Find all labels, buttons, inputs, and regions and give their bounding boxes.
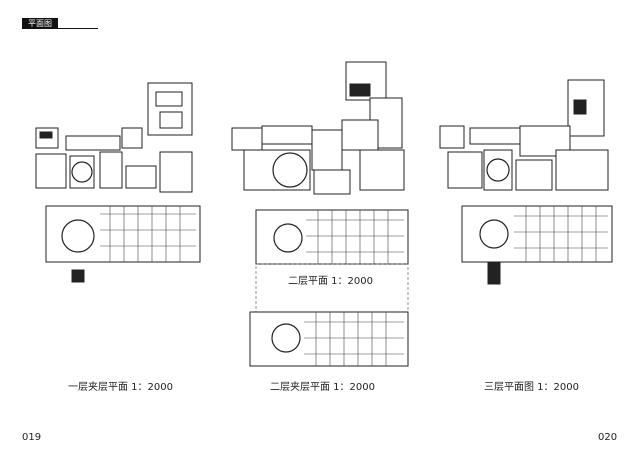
plan-caption: 二层平面 1：2000 (288, 276, 373, 287)
stair (39, 131, 53, 139)
atrium-circle (486, 158, 510, 182)
block-west (439, 125, 465, 149)
page-number-right: 020 (598, 432, 618, 443)
stair (573, 99, 587, 115)
corridor-block (65, 135, 121, 151)
block-mid (515, 159, 553, 191)
corridor-block (261, 125, 313, 145)
plan-third-floor (439, 79, 613, 285)
room-grid (100, 206, 196, 262)
block-west (231, 127, 263, 151)
atrium-circle (71, 161, 93, 183)
corridor-block (469, 127, 521, 145)
block-east (159, 151, 193, 193)
block-west (35, 153, 67, 189)
plan-caption: 一层夹层平面 1：2000 (68, 382, 173, 393)
block-mid (311, 129, 343, 171)
stair-outside (71, 269, 85, 283)
room-grid (306, 210, 404, 264)
lobby-circle (271, 323, 301, 353)
lobby-circle (61, 219, 95, 253)
block-west-lower (447, 151, 483, 189)
stair-outside (487, 261, 501, 285)
atrium-circle (272, 152, 308, 188)
block-mid-east (125, 165, 157, 189)
room-grid (514, 206, 608, 262)
section-tag: 平面图 (22, 18, 58, 29)
lobby-circle (273, 223, 303, 253)
block-mid-east (341, 119, 379, 151)
page-number-left: 019 (22, 432, 42, 443)
room (155, 91, 183, 107)
plan-second-mezzanine (249, 311, 409, 367)
block-east (555, 149, 609, 191)
block-east (359, 149, 405, 191)
block-south (313, 169, 351, 195)
block-small (121, 127, 143, 149)
plan-first-mezzanine (35, 82, 201, 283)
lobby-circle (479, 219, 509, 249)
plan-caption: 三层平面图 1：2000 (484, 382, 579, 393)
room (159, 111, 183, 129)
stair (349, 83, 371, 97)
block-mid (99, 151, 123, 189)
plan-caption: 二层夹层平面 1：2000 (270, 382, 375, 393)
room-grid (304, 312, 404, 366)
header-rule (58, 28, 98, 29)
